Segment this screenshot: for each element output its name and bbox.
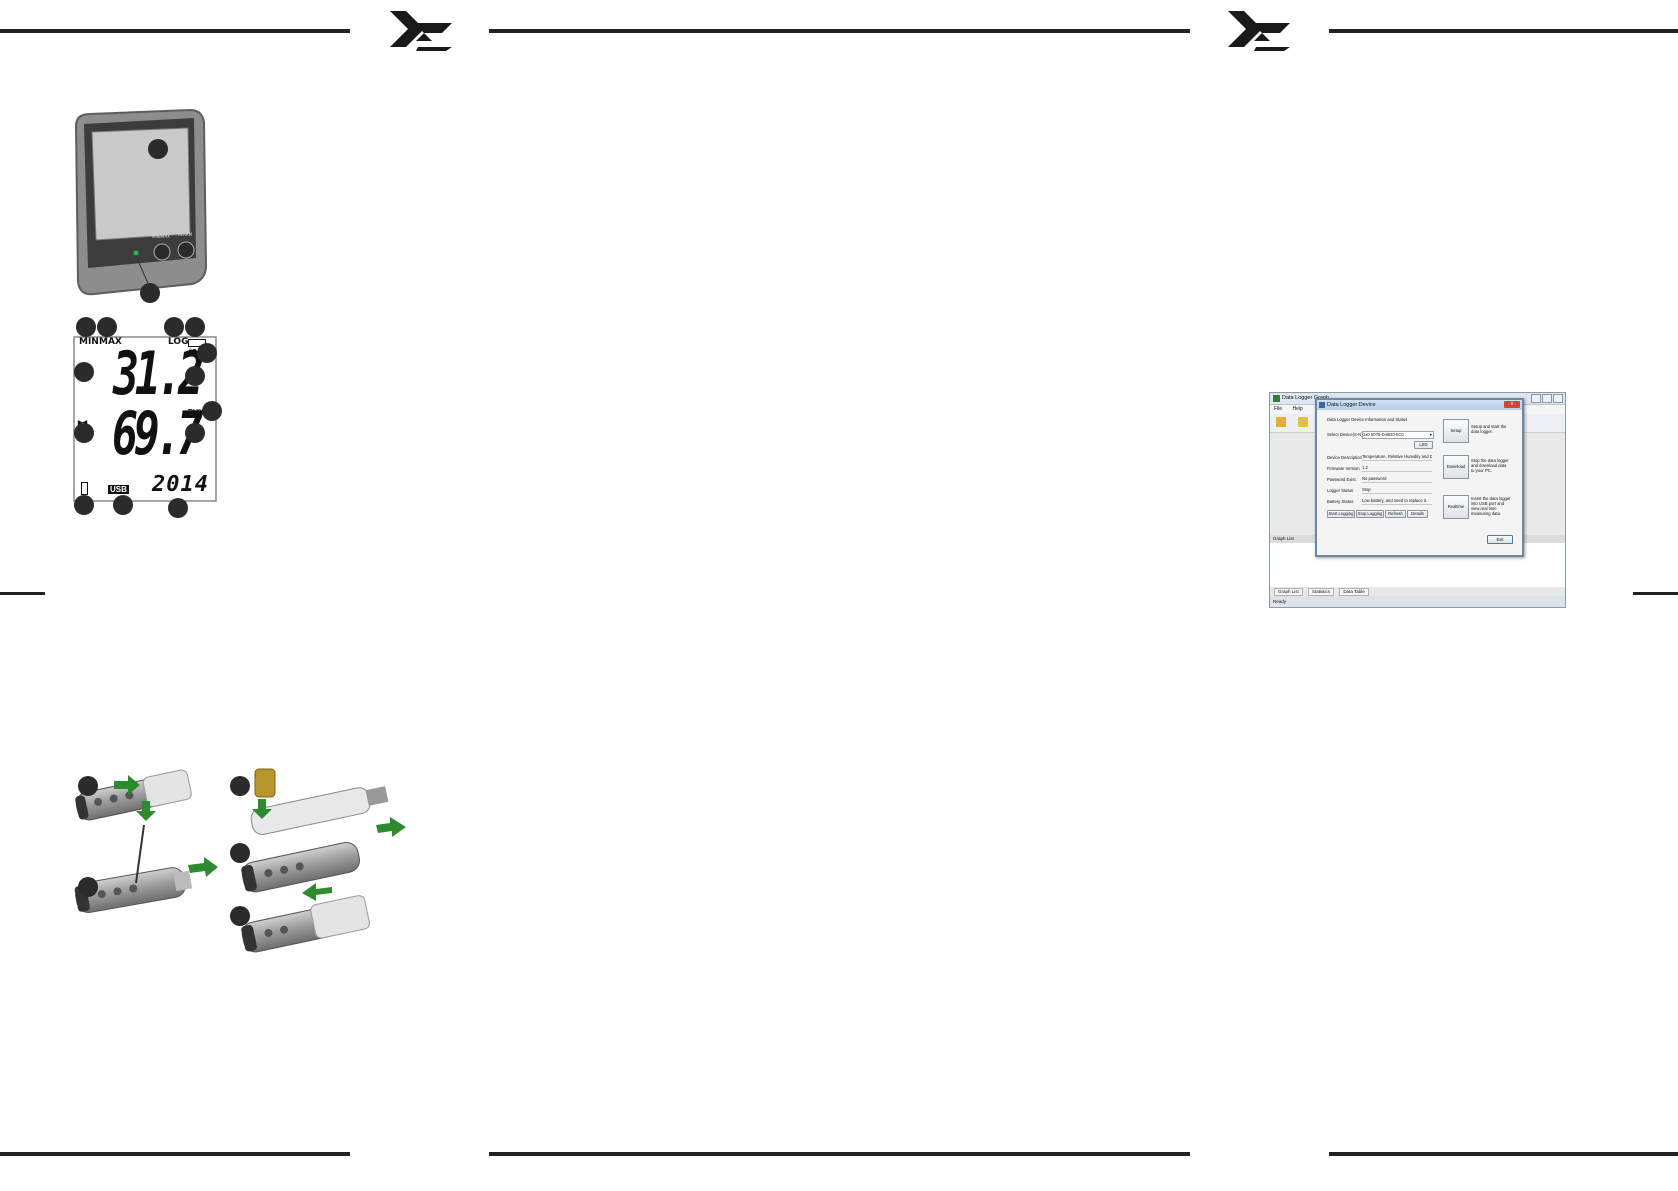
bottom-tabs: Graph List Statistics Data Table bbox=[1270, 587, 1565, 596]
field-label: Battery Status bbox=[1327, 499, 1354, 504]
tab-data-table[interactable]: Data Table bbox=[1339, 588, 1369, 596]
details-button[interactable]: Details bbox=[1407, 510, 1428, 518]
maximize-icon[interactable] bbox=[1542, 394, 1552, 403]
dialog-title: Data Logger Device bbox=[1327, 402, 1376, 408]
alarm-icon: ▸◂ bbox=[78, 417, 88, 427]
lcd-temp-unit: °C bbox=[189, 349, 197, 356]
callout-marker bbox=[202, 401, 222, 421]
callout-marker bbox=[113, 495, 133, 515]
step-marker bbox=[230, 776, 250, 796]
device-select-value: 1x0 5076-D46D0-0C0 bbox=[1363, 432, 1404, 437]
minimize-icon[interactable] bbox=[1531, 394, 1541, 403]
device-dialog: Data Logger Device x Data Logger Device … bbox=[1315, 398, 1524, 557]
lcd-min-label: MIN bbox=[79, 337, 99, 347]
setup-button[interactable]: Setup bbox=[1443, 419, 1469, 443]
margin-rule-left bbox=[0, 592, 45, 595]
device-illustration: MIN/MAX ALARM bbox=[74, 108, 208, 296]
footer-rule-left bbox=[0, 1152, 350, 1156]
app-icon bbox=[1273, 395, 1280, 402]
svg-text:ALARM: ALARM bbox=[178, 232, 193, 237]
callout-marker bbox=[97, 317, 117, 337]
chevron-down-icon: ▾ bbox=[1429, 432, 1432, 437]
callout-marker bbox=[148, 139, 168, 159]
callout-marker bbox=[164, 317, 184, 337]
start-logging-button[interactable]: Start Logging bbox=[1327, 510, 1355, 518]
menu-help[interactable]: Help bbox=[1292, 406, 1303, 412]
close-icon[interactable] bbox=[1553, 394, 1563, 403]
callout-marker bbox=[76, 317, 96, 337]
step-marker bbox=[230, 906, 250, 926]
menu-file[interactable]: File bbox=[1274, 406, 1283, 412]
device-description-value: Temperature, Relative Humidity and De bbox=[1362, 453, 1432, 461]
step-marker bbox=[78, 877, 98, 897]
footer-rule-center bbox=[489, 1152, 1190, 1156]
lcd-humidity-unit: RH% bbox=[188, 409, 205, 416]
device-select[interactable]: 1x0 5076-D46D0-0C0 ▾ bbox=[1362, 431, 1434, 439]
callout-marker bbox=[74, 423, 94, 443]
step-marker bbox=[230, 843, 250, 863]
setup-description: Setup and start the data logger. bbox=[1471, 424, 1507, 434]
field-label: Password Exist bbox=[1327, 477, 1356, 482]
download-button[interactable]: Download bbox=[1443, 455, 1469, 479]
field-label: Logger Status bbox=[1327, 488, 1354, 493]
realtime-button[interactable]: Realtime bbox=[1443, 495, 1469, 519]
callout-marker bbox=[197, 343, 217, 363]
toolbar-setup-icon[interactable] bbox=[1276, 417, 1286, 427]
field-label: Device Description bbox=[1327, 455, 1362, 460]
software-screenshot: Data Logger Graph File Help Graph List G… bbox=[1269, 392, 1566, 608]
download-description: Stop the data logger and download data t… bbox=[1471, 458, 1509, 473]
dialog-icon bbox=[1319, 402, 1325, 408]
battery-level-icon bbox=[81, 482, 88, 495]
callout-marker bbox=[185, 366, 205, 386]
lcd-display-diagram bbox=[73, 336, 217, 502]
toolbar-download-icon[interactable] bbox=[1298, 417, 1308, 427]
brand-logo bbox=[1228, 11, 1290, 51]
dialog-close-button[interactable]: x bbox=[1504, 401, 1520, 408]
exit-button[interactable]: Exit bbox=[1487, 535, 1513, 544]
svg-text:MIN/MAX: MIN/MAX bbox=[152, 234, 170, 239]
footer-rule-right bbox=[1329, 1152, 1678, 1156]
refresh-button[interactable]: Refresh bbox=[1385, 510, 1406, 518]
margin-rule-right bbox=[1633, 592, 1678, 595]
firmware-version-value: 1.2 bbox=[1362, 464, 1432, 472]
header-rule-left bbox=[0, 29, 350, 33]
battery-status-value: Low battery, and need to replace it. bbox=[1362, 497, 1432, 505]
step-marker bbox=[78, 776, 98, 796]
header-rule-center bbox=[489, 29, 1190, 33]
dialog-title-bar: Data Logger Device x bbox=[1317, 400, 1522, 410]
callout-marker bbox=[185, 317, 205, 337]
window-controls bbox=[1530, 394, 1563, 408]
lcd-max-label: MAX bbox=[99, 337, 122, 347]
tab-graph-list[interactable]: Graph List bbox=[1274, 588, 1303, 596]
app-window-title: Data Logger Graph bbox=[1282, 395, 1330, 401]
select-device-label: Select Device(S-N) bbox=[1327, 432, 1363, 437]
header-rule-right bbox=[1329, 29, 1678, 33]
status-bar: Ready bbox=[1270, 596, 1565, 607]
tab-statistics[interactable]: Statistics bbox=[1308, 588, 1335, 596]
battery-replacement-illustration bbox=[74, 768, 406, 953]
logger-status-value: Stop bbox=[1362, 486, 1432, 494]
stop-logging-button[interactable]: Stop Logging bbox=[1356, 510, 1384, 518]
password-exist-value: No password bbox=[1362, 475, 1432, 483]
section-label: Data Logger Device Information and Statu… bbox=[1327, 417, 1408, 422]
field-label: Firmware Version bbox=[1327, 466, 1360, 471]
callout-marker bbox=[185, 423, 205, 443]
callout-marker bbox=[140, 283, 160, 303]
lcd-usb-label: USB bbox=[108, 485, 129, 494]
lcd-year: 2014 bbox=[152, 472, 209, 497]
callout-marker bbox=[168, 498, 188, 518]
realtime-description: Insert the data logger into USB port and… bbox=[1471, 496, 1511, 516]
led-button[interactable]: LED bbox=[1414, 441, 1433, 449]
lcd-log-label: LOG bbox=[168, 337, 189, 347]
callout-marker bbox=[74, 362, 94, 382]
brand-logo bbox=[390, 11, 452, 51]
callout-marker bbox=[74, 495, 94, 515]
